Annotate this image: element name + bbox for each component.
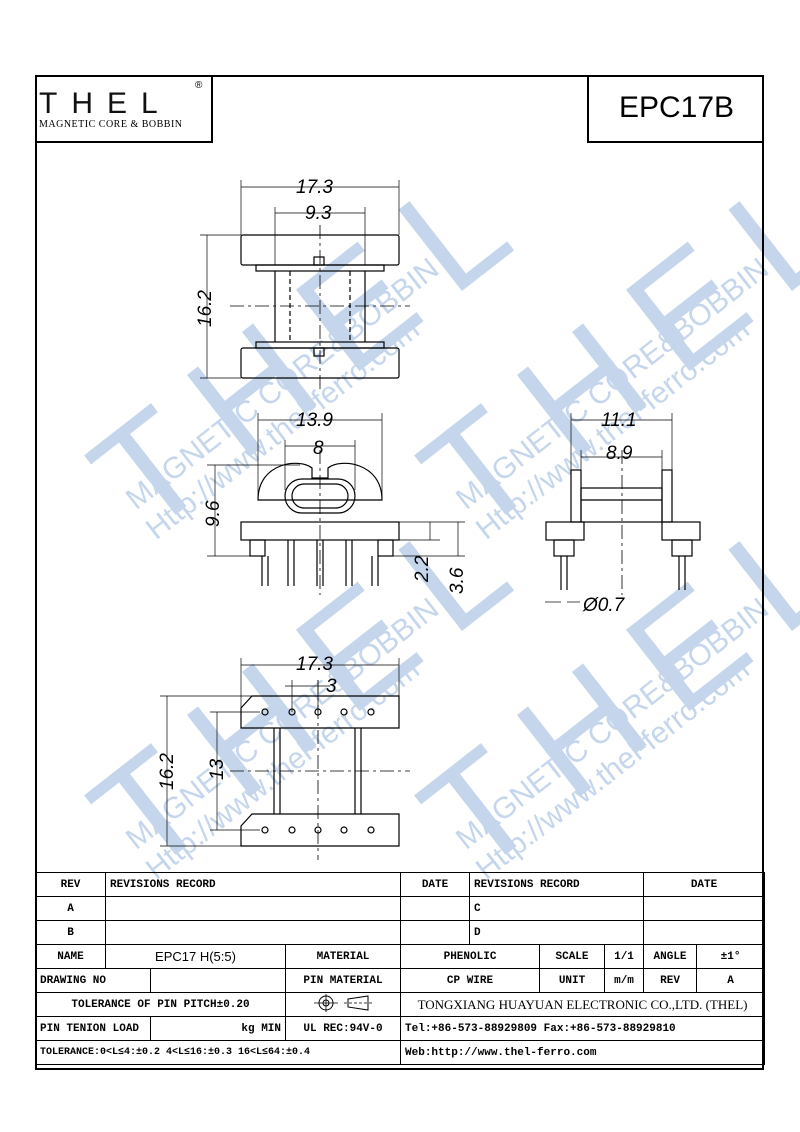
logo-text: THEL <box>39 87 172 120</box>
logo: THEL ® MAGNETIC CORE & BOBBIN <box>35 75 213 143</box>
ul-rec: UL REC:94V-0 <box>284 1016 402 1041</box>
dim-front-height: 9.6 <box>203 500 224 527</box>
rev-d-date <box>643 920 766 945</box>
bottom-view <box>160 658 410 860</box>
registered-mark: ® <box>195 80 203 91</box>
dim-top-height: 16.2 <box>195 290 216 327</box>
pin-tension-label: PIN TENION LOAD <box>35 1016 151 1041</box>
angle-label: ANGLE <box>643 944 698 969</box>
pin-material-value: CP WIRE <box>400 968 541 993</box>
unit-value: m/m <box>604 968 645 993</box>
dim-top-inner: 9.3 <box>305 203 332 224</box>
scale-value: 1/1 <box>604 944 645 969</box>
name-label: NAME <box>35 944 106 969</box>
dim-bottom-inner: 13 <box>207 758 228 780</box>
part-code: EPC17B <box>587 75 764 143</box>
dim-front-pin-a: 2.2 <box>412 555 433 583</box>
drawing-no-label: DRAWING NO <box>35 968 151 993</box>
rev-b: B <box>35 920 106 945</box>
rev-a-date <box>400 896 471 921</box>
dim-front-width: 13.9 <box>296 410 333 431</box>
dim-bottom-pitch: 3 <box>326 676 337 697</box>
rev-label: REV <box>643 968 698 993</box>
rev-b-date <box>400 920 471 945</box>
website: Web:http://www.thel-ferro.com <box>400 1040 766 1065</box>
date-header: DATE <box>400 872 471 897</box>
front-view <box>207 413 465 595</box>
material-value: PHENOLIC <box>400 944 541 969</box>
revisions-header-2: REVISIONS RECORD <box>469 872 645 897</box>
company-name: TONGXIANG HUAYUAN ELECTRONIC CO.,LTD. (T… <box>400 992 766 1017</box>
rev-value: A <box>696 968 766 993</box>
rev-a-record <box>104 896 402 921</box>
scale-label: SCALE <box>539 944 606 969</box>
dim-bottom-height: 16.2 <box>157 753 178 790</box>
rev-b-record <box>104 920 402 945</box>
side-view <box>545 413 701 603</box>
dim-side-width: 11.1 <box>601 410 637 431</box>
logo-tagline: MAGNETIC CORE & BOBBIN <box>39 119 183 130</box>
revisions-header: REVISIONS RECORD <box>104 872 402 897</box>
top-view <box>200 180 410 390</box>
dim-front-pin-b: 3.6 <box>447 567 468 594</box>
rev-c: C <box>469 896 645 921</box>
pin-material-label: PIN MATERIAL <box>284 968 402 993</box>
dim-side-inner: 8.9 <box>606 443 633 464</box>
drawing-views: 17.3 9.3 16.2 13.9 8 9.6 2.2 3.6 11.1 8.… <box>157 177 701 860</box>
phone-fax: Tel:+86-573-88929809 Fax:+86-573-8892981… <box>400 1016 766 1041</box>
rev-header: REV <box>35 872 106 897</box>
drawing-no-value <box>150 968 286 993</box>
unit-label: UNIT <box>539 968 606 993</box>
rev-c-date <box>643 896 766 921</box>
pin-tension-unit: kg MIN <box>150 1016 286 1041</box>
material-label: MATERIAL <box>284 944 402 969</box>
date-header-2: DATE <box>643 872 766 897</box>
dim-top-width: 17.3 <box>296 177 333 198</box>
rev-d: D <box>469 920 645 945</box>
projection-symbol <box>284 992 402 1017</box>
projection-icon <box>314 993 372 1012</box>
front-pins <box>261 540 379 586</box>
angle-value: ±1° <box>696 944 766 969</box>
drawing-frame <box>35 75 764 1070</box>
title-block: REV REVISIONS RECORD DATE REVISIONS RECO… <box>34 872 766 1065</box>
rev-a: A <box>35 896 106 921</box>
name-value: EPC17 H(5:5) <box>105 944 286 969</box>
dim-front-inner: 8 <box>313 438 324 459</box>
general-tolerance: TOLERANCE:0<L≤4:±0.2 4<L≤16:±0.3 16<L≤64… <box>34 1040 402 1065</box>
dim-side-pin-dia: Ø0.7 <box>582 595 626 616</box>
dim-bottom-width: 17.3 <box>296 654 333 675</box>
tolerance-pin-pitch: TOLERANCE OF PIN PITCH±0.20 <box>35 992 286 1017</box>
